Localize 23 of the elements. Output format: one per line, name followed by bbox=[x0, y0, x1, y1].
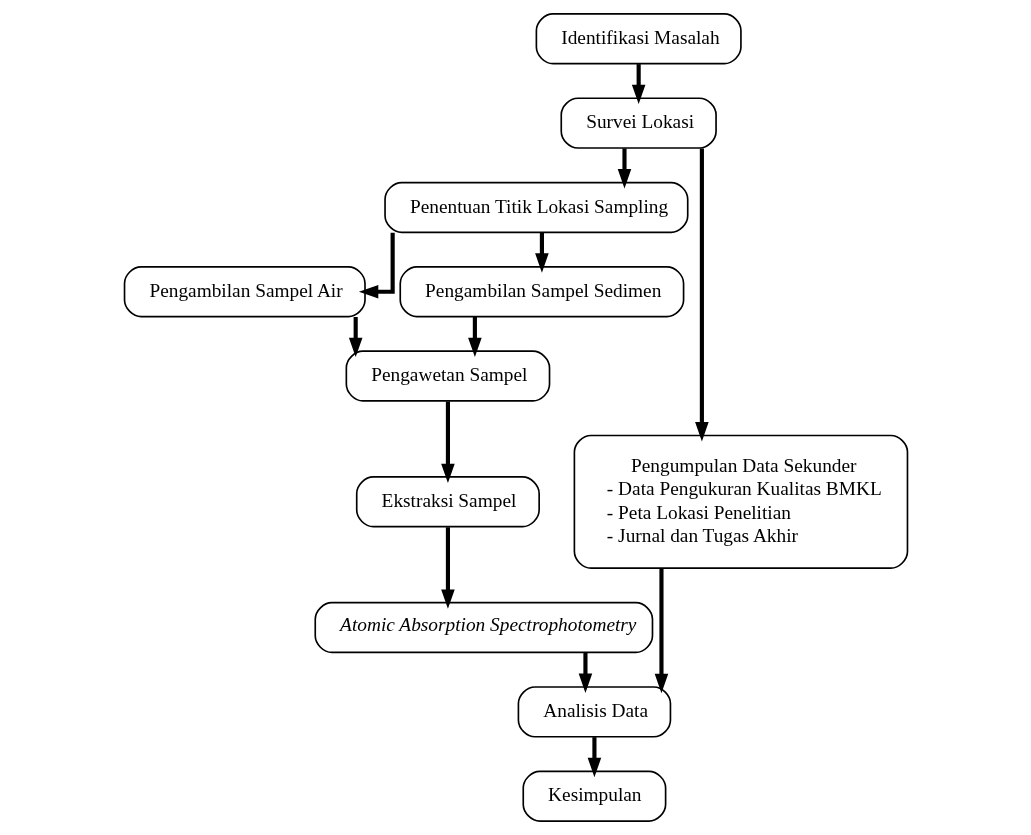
node-box: Atomic Absorption Spectrophotometry bbox=[313, 601, 653, 654]
arrow bbox=[587, 737, 601, 778]
arrow bbox=[440, 527, 455, 609]
node-box: Pengambilan Sampel Air bbox=[123, 266, 366, 318]
node-box: Pengumpulan Data Sekunder - Data Pengukuran Kualitas BMKL - Peta Lokasi Penelitian - Jurnal dan Tugas Akhir bbox=[573, 434, 908, 569]
node-box: Penentuan Titik Lokasi Sampling bbox=[383, 181, 689, 234]
arrow bbox=[617, 148, 631, 189]
arrow bbox=[348, 317, 362, 358]
arrow bbox=[358, 232, 395, 299]
node-box: Survei Lokasi bbox=[559, 97, 717, 149]
arrow bbox=[467, 317, 482, 358]
node-box: Analisis Data bbox=[517, 686, 671, 738]
node-box: Pengambilan Sampel Sedimen bbox=[398, 266, 684, 318]
node-box: Kesimpulan bbox=[521, 770, 666, 822]
arrow bbox=[694, 148, 709, 442]
arrow bbox=[534, 232, 549, 273]
arrow bbox=[654, 568, 668, 694]
node-box: Pengawetan Sampel bbox=[345, 350, 550, 402]
node-box: Identifikasi Masalah bbox=[535, 13, 742, 65]
node-box: Ekstraksi Sampel bbox=[355, 476, 540, 528]
arrow bbox=[440, 401, 455, 484]
arrow bbox=[578, 652, 592, 693]
arrow bbox=[631, 64, 645, 105]
